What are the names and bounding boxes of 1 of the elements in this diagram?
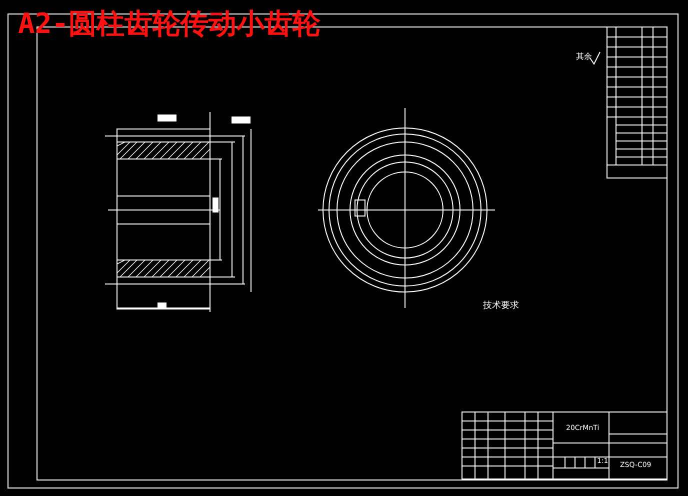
technical-requirements-heading: 技术要求 (483, 302, 519, 311)
